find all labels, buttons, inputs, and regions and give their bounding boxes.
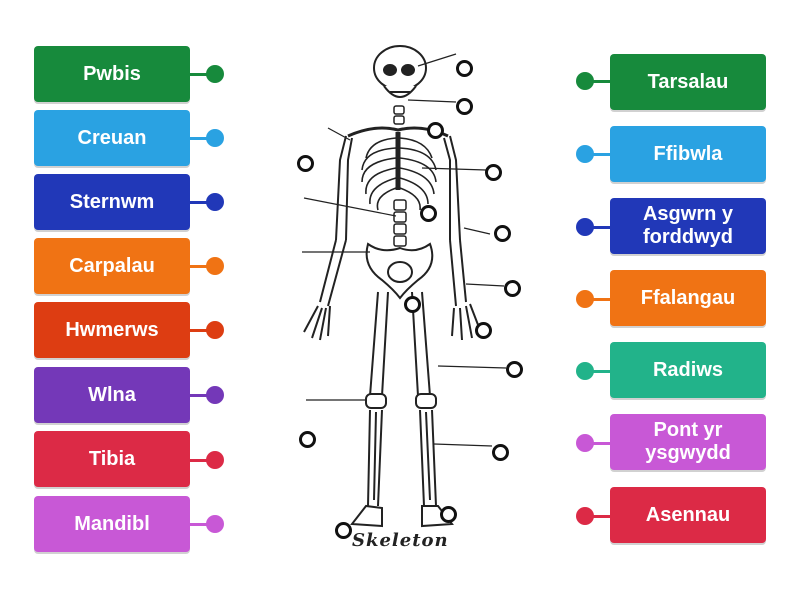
spine — [393, 105, 407, 247]
connector-right-7 — [586, 515, 610, 518]
label-pwbis[interactable]: Pwbis — [34, 46, 190, 102]
drop-target-14[interactable] — [440, 506, 457, 523]
dot-right-6 — [576, 434, 594, 452]
label-wlna[interactable]: Wlna — [34, 367, 190, 423]
skull — [373, 45, 427, 91]
connector-left-7 — [190, 459, 214, 462]
dot-left-1 — [206, 65, 224, 83]
pelvis — [365, 242, 434, 300]
leader-lines — [302, 53, 507, 447]
skeleton-caption: Skeleton — [352, 530, 449, 551]
drop-target-2[interactable] — [456, 98, 473, 115]
label-pont-yr-ysgwydd[interactable]: Pont yr ysgwydd — [610, 414, 766, 470]
drop-target-5[interactable] — [485, 164, 502, 181]
drop-target-4[interactable] — [297, 155, 314, 172]
dot-right-1 — [576, 72, 594, 90]
connector-right-5 — [586, 370, 610, 373]
legs — [350, 291, 454, 528]
drop-target-7[interactable] — [494, 225, 511, 242]
ribcage — [361, 132, 437, 211]
label-asgwrn-y-forddwyd[interactable]: Asgwrn y forddwyd — [610, 198, 766, 254]
skeleton-diagram — [302, 45, 507, 528]
label-tarsalau[interactable]: Tarsalau — [610, 54, 766, 110]
connector-left-6 — [190, 394, 214, 397]
arms — [303, 135, 481, 341]
dot-left-8 — [206, 515, 224, 533]
drop-target-9[interactable] — [404, 296, 421, 313]
connector-left-8 — [190, 523, 214, 526]
connector-right-4 — [586, 298, 610, 301]
drop-target-10[interactable] — [475, 322, 492, 339]
dot-right-4 — [576, 290, 594, 308]
label-hwmerws[interactable]: Hwmerws — [34, 302, 190, 358]
connector-right-1 — [586, 80, 610, 83]
dot-left-6 — [206, 386, 224, 404]
drop-target-1[interactable] — [456, 60, 473, 77]
drop-target-15[interactable] — [335, 522, 352, 539]
label-creuan[interactable]: Creuan — [34, 110, 190, 166]
connector-left-5 — [190, 329, 214, 332]
connector-left-3 — [190, 201, 214, 204]
eye-socket-right — [401, 64, 415, 76]
pelvis-opening — [387, 261, 413, 283]
drop-target-6[interactable] — [420, 205, 437, 222]
drop-target-12[interactable] — [299, 431, 316, 448]
dot-right-2 — [576, 145, 594, 163]
dot-right-7 — [576, 507, 594, 525]
label-radiws[interactable]: Radiws — [610, 342, 766, 398]
eye-socket-left — [383, 64, 397, 76]
label-asennau[interactable]: Asennau — [610, 487, 766, 543]
connector-left-2 — [190, 137, 214, 140]
dot-left-2 — [206, 129, 224, 147]
connector-right-6 — [586, 442, 610, 445]
connector-right-2 — [586, 153, 610, 156]
drop-target-11[interactable] — [506, 361, 523, 378]
dot-left-7 — [206, 451, 224, 469]
dot-right-3 — [576, 218, 594, 236]
dot-left-3 — [206, 193, 224, 211]
label-sternwm[interactable]: Sternwm — [34, 174, 190, 230]
drop-target-13[interactable] — [492, 444, 509, 461]
dot-left-4 — [206, 257, 224, 275]
connector-left-1 — [190, 73, 214, 76]
dot-left-5 — [206, 321, 224, 339]
drop-target-8[interactable] — [504, 280, 521, 297]
drop-target-3[interactable] — [427, 122, 444, 139]
label-ffalangau[interactable]: Ffalangau — [610, 270, 766, 326]
label-carpalau[interactable]: Carpalau — [34, 238, 190, 294]
label-mandibl[interactable]: Mandibl — [34, 496, 190, 552]
label-ffibwla[interactable]: Ffibwla — [610, 126, 766, 182]
label-tibia[interactable]: Tibia — [34, 431, 190, 487]
connector-right-3 — [586, 226, 610, 229]
connector-left-4 — [190, 265, 214, 268]
dot-right-5 — [576, 362, 594, 380]
